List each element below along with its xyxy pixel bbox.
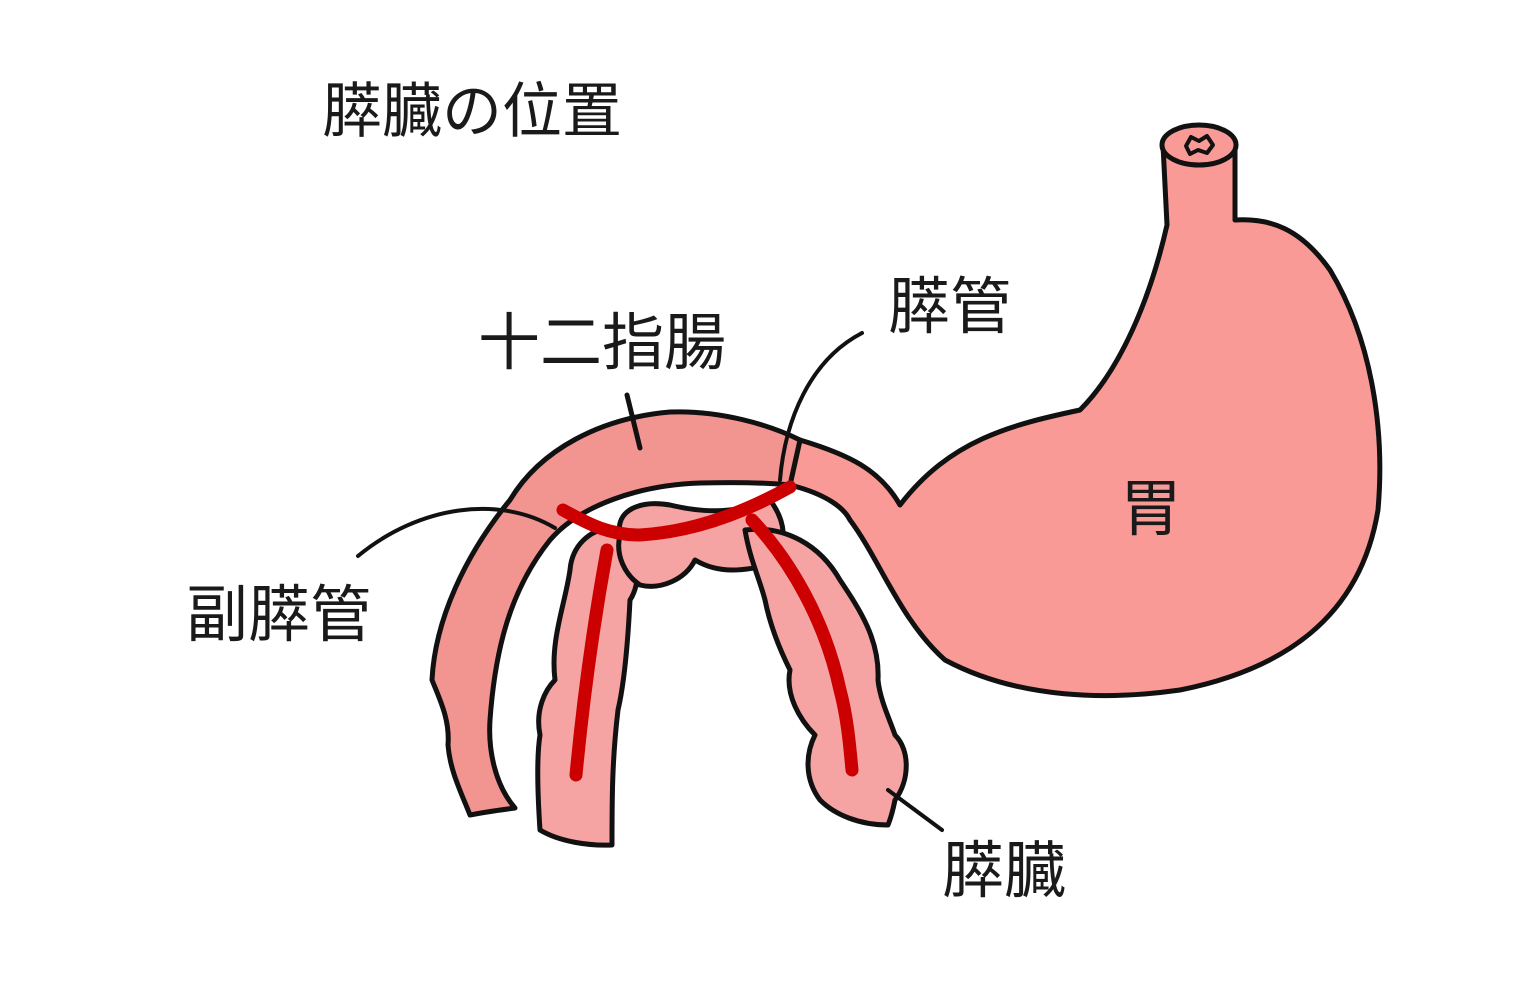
accessory-duct-descending: [569, 543, 614, 782]
accessory-pancreatic-duct-label: 副膵管: [186, 578, 373, 651]
esophagus-opening: [1159, 122, 1239, 168]
pancreas-label: 膵臓: [942, 834, 1067, 907]
pancreas-leader: [886, 788, 944, 832]
pancreatic-duct: [745, 513, 859, 777]
pancreatic-duct-label: 膵管: [888, 270, 1013, 343]
accessory-pancreatic-duct: [556, 480, 797, 542]
duodenum-label-tick: [624, 392, 643, 451]
diagram-title: 膵臓の位置: [322, 77, 622, 147]
esophagus-lumen-icon: [1184, 134, 1215, 156]
pancreatic-duct-leader: [778, 331, 864, 482]
pancreas-tail: [742, 526, 909, 828]
stomach-label: 胃: [1120, 472, 1183, 545]
duodenum-label: 十二指腸: [478, 306, 727, 379]
accessory-duct-leader: [356, 506, 557, 558]
stomach: [787, 142, 1383, 699]
